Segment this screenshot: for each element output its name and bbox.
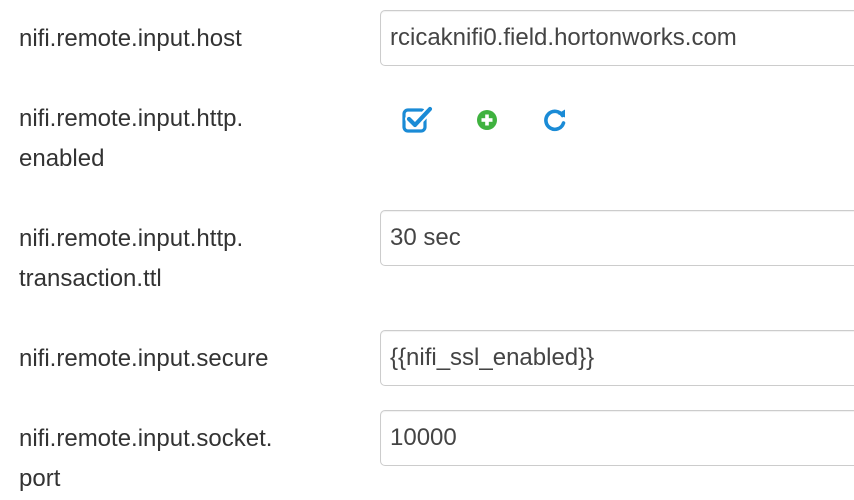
host-input[interactable] xyxy=(380,10,854,66)
refresh-icon[interactable] xyxy=(538,103,572,137)
property-label-socket-port: nifi.remote.input.socket. port xyxy=(19,425,273,492)
property-label-transaction-ttl: nifi.remote.input.http. transaction.ttl xyxy=(19,225,244,292)
property-label-http-enabled: nifi.remote.input.http. enabled xyxy=(19,105,244,172)
property-label-secure: nifi.remote.input.secure xyxy=(19,345,269,372)
plus-circle-icon[interactable] xyxy=(470,103,504,137)
transaction-ttl-input[interactable] xyxy=(380,210,854,266)
secure-input[interactable] xyxy=(380,330,854,386)
socket-port-input[interactable] xyxy=(380,410,854,466)
property-label-host: nifi.remote.input.host xyxy=(19,25,242,52)
checked-checkbox-icon[interactable] xyxy=(400,103,434,137)
